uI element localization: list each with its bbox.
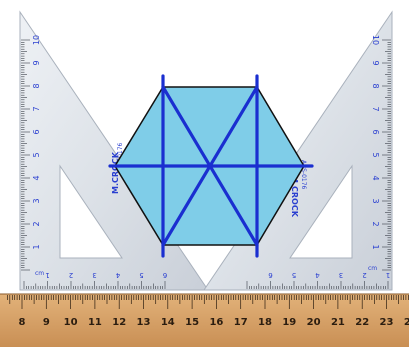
left-bottom-scale-number: 5 bbox=[139, 271, 143, 279]
right-vertical-scale-number: 5 bbox=[371, 152, 380, 157]
left-bottom-scale-number: 2 bbox=[69, 271, 73, 279]
ruler-number: 23 bbox=[380, 317, 394, 328]
ruler-number: 24 bbox=[404, 317, 409, 328]
right-vertical-scale-number: 10 bbox=[371, 35, 380, 45]
left-vertical-scale-number: 7 bbox=[32, 106, 41, 111]
right-vertical-scale-number: 2 bbox=[371, 221, 380, 226]
right-vertical-scale: 10 9 8 7 6 5 4 3 2 1 bbox=[371, 35, 391, 271]
left-bottom-scale-number: 1 bbox=[45, 271, 49, 279]
ruler-number: 20 bbox=[307, 317, 321, 328]
ruler-number: 18 bbox=[258, 317, 272, 328]
right-vertical-scale-number: 3 bbox=[371, 198, 380, 203]
right-bottom-scale-number: 2 bbox=[362, 271, 366, 279]
left-bottom-scale-number: 6 bbox=[162, 271, 167, 279]
ruler-number: 19 bbox=[282, 317, 296, 328]
left-vertical-scale-number: 1 bbox=[32, 244, 41, 249]
ruler-number: 21 bbox=[331, 317, 345, 328]
left-vertical-scale-number: 9 bbox=[32, 60, 41, 65]
left-vertical-scale-number: 5 bbox=[32, 152, 41, 157]
left-vertical-scale: 10 9 8 7 6 5 4 3 2 1 bbox=[21, 35, 41, 271]
hexagon-figure bbox=[108, 74, 314, 258]
left-vertical-scale-number: 6 bbox=[32, 129, 41, 134]
right-bottom-scale-number: 3 bbox=[339, 271, 343, 279]
left-bottom-scale: 1 2 3 4 5 6 bbox=[23, 271, 167, 289]
left-vertical-scale-number: 8 bbox=[32, 83, 41, 88]
wooden-ruler: 8 9 10 11 12 13 14 15 16 17 18 19 20 21 22 23 24 bbox=[0, 293, 409, 347]
right-vertical-scale-number: 6 bbox=[371, 129, 380, 134]
ruler-number: 13 bbox=[137, 317, 151, 328]
left-vertical-scale-number: 3 bbox=[32, 198, 41, 203]
ruler-number: 22 bbox=[355, 317, 369, 328]
right-vertical-scale-number: 8 bbox=[371, 83, 380, 88]
right-vertical-scale-number: 9 bbox=[371, 60, 380, 65]
left-bottom-scale-number: 3 bbox=[92, 271, 96, 279]
right-model-label: ABS-0176 bbox=[300, 160, 307, 190]
left-bottom-scale-number: 4 bbox=[115, 271, 120, 279]
diagonal-up bbox=[161, 85, 259, 247]
ruler-number: 12 bbox=[112, 317, 126, 328]
ruler-number: 11 bbox=[88, 317, 102, 328]
right-vertical-scale-number: 7 bbox=[371, 106, 380, 111]
left-vertical-scale-number: 2 bbox=[32, 221, 41, 226]
ruler-number: 16 bbox=[209, 317, 223, 328]
right-bottom-scale-number: 5 bbox=[292, 271, 296, 279]
ruler-scale: 8 9 10 11 12 13 14 15 16 17 18 19 20 21 22 23 24 bbox=[7, 295, 409, 328]
left-vertical-scale-number: 4 bbox=[32, 175, 41, 180]
ruler-number: 9 bbox=[43, 317, 50, 328]
right-bottom-scale-number: 4 bbox=[315, 271, 320, 279]
right-vertical-scale-number: 4 bbox=[371, 175, 380, 180]
ruler-number: 15 bbox=[185, 317, 199, 328]
ruler-number: 10 bbox=[64, 317, 78, 328]
right-vertical-scale-number: 1 bbox=[371, 244, 380, 249]
right-bottom-scale: 6 5 4 3 2 1 bbox=[246, 271, 390, 289]
left-unit-label: cm bbox=[35, 270, 44, 277]
ruler-number: 14 bbox=[161, 317, 175, 328]
left-brand-label: M.CROCK bbox=[111, 151, 120, 194]
ruler-number: 8 bbox=[19, 317, 26, 328]
right-bottom-scale-number: 6 bbox=[268, 271, 273, 279]
right-bottom-scale-number: 1 bbox=[386, 271, 390, 279]
right-unit-label: cm bbox=[368, 265, 377, 272]
right-brand-label: M.CROCK bbox=[290, 175, 299, 218]
ruler-number: 17 bbox=[234, 317, 248, 328]
construction-lines bbox=[108, 74, 314, 258]
left-vertical-scale-number: 10 bbox=[32, 35, 41, 45]
